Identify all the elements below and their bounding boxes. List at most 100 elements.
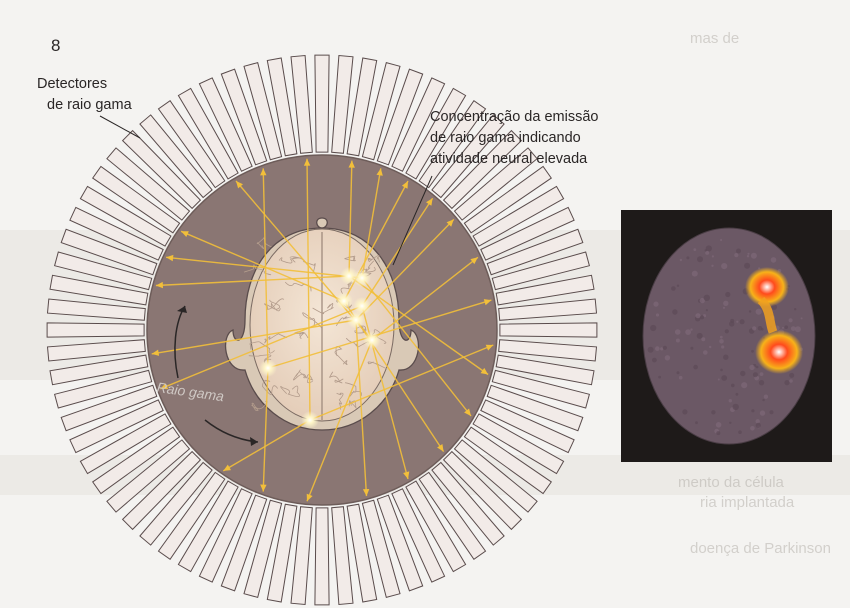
pet-speckle-dot (650, 325, 656, 331)
pet-speckle-dot (723, 307, 725, 309)
pet-speckle-dot (752, 326, 756, 330)
pet-speckle-dot (718, 379, 720, 381)
pet-speckle-dot (771, 257, 777, 263)
pet-speckle-dot (671, 286, 676, 291)
pet-speckle-dot (677, 371, 680, 374)
pet-speckle-dot (760, 372, 764, 376)
pet-speckle-dot (719, 339, 724, 344)
pet-speckle-dot (729, 321, 734, 326)
pet-speckle-dot (756, 423, 761, 428)
pet-speckle-dot (723, 301, 728, 306)
pet-speckle-dot (758, 326, 763, 331)
detectors-label-line1: Detectores (37, 74, 107, 95)
emission-hotspot (347, 311, 365, 329)
pet-speckle-dot (736, 249, 741, 254)
pet-speckle-dot (756, 309, 762, 315)
pet-speckle-dot (753, 372, 758, 377)
pet-speckle-dot (784, 325, 788, 329)
pet-speckle-dot (721, 375, 727, 381)
pet-speckle-dot (747, 255, 749, 257)
pet-speckle-dot (658, 376, 661, 379)
emission-hotspot (363, 331, 381, 349)
pet-speckle-dot (759, 380, 764, 385)
pet-speckle-dot (751, 253, 757, 259)
pet-speckle-dot (725, 329, 729, 333)
pet-speckle-dot (692, 271, 698, 277)
pet-speckle-dot (701, 337, 705, 341)
pet-speckle-dot (749, 310, 751, 312)
emission-hotspot (259, 359, 277, 377)
pet-speckle-dot (721, 345, 724, 348)
pet-speckle-dot (744, 263, 750, 269)
detector-cell (500, 323, 597, 337)
pet-speckle-dot (734, 253, 738, 257)
pet-speckle-dot (716, 431, 720, 435)
pet-speckle-dot (672, 309, 677, 314)
pet-speckle-dot (720, 336, 723, 339)
pet-speckle-dot (693, 365, 698, 370)
pet-speckle-dot (747, 253, 749, 255)
pet-speckle-dot (706, 309, 708, 311)
pet-speckle-dot (685, 329, 691, 335)
pet-speckle-dot (756, 366, 759, 369)
pet-speckle-dot (725, 292, 730, 297)
pet-speckle-dot (720, 369, 723, 372)
detector-cell (315, 508, 329, 605)
pet-speckle-dot (789, 373, 794, 378)
pet-speckle-dot (762, 399, 764, 401)
pet-speckle-dot (686, 256, 689, 259)
pet-speckle-dot (656, 313, 659, 316)
pet-speckle-dot (738, 430, 742, 434)
concentration-label-line1: Concentração da emissão (430, 107, 598, 128)
pet-speckle-dot (721, 263, 727, 269)
pet-speckle-dot (770, 410, 774, 414)
pet-speckle-dot (703, 350, 708, 355)
pet-speckle-dot (789, 379, 793, 383)
pet-speckle-dot (697, 256, 703, 262)
pet-speckle-dot (705, 249, 707, 251)
pet-speckle-dot (690, 328, 692, 330)
pet-speckle-dot (764, 395, 768, 399)
pet-speckle-dot (711, 265, 713, 267)
concentration-label-line3: atividade neural elevada (430, 149, 587, 170)
pet-speckle-dot (751, 350, 754, 353)
emission-hotspot (353, 269, 371, 287)
pet-speckle-dot (693, 248, 696, 251)
pet-speckle-dot (682, 409, 687, 414)
pet-speckle-dot (652, 358, 657, 363)
pet-speckle-dot (740, 371, 745, 376)
concentration-label-line2: de raio gama indicando (430, 128, 581, 149)
pet-speckle-dot (663, 346, 667, 350)
emission-hotspot (335, 292, 353, 310)
pet-scan-image (621, 210, 832, 462)
detector-cell (47, 323, 144, 337)
pet-speckle-dot (791, 326, 796, 331)
pet-speckle-dot (704, 295, 710, 301)
pet-speckle-dot (736, 393, 739, 396)
pet-speckle-dot (677, 285, 679, 287)
pet-speckle-dot (709, 346, 711, 348)
pet-speckle-dot (760, 410, 765, 415)
pet-speckle-dot (695, 313, 700, 318)
pet-speckle-dot (720, 239, 722, 241)
pet-speckle-dot (653, 302, 658, 307)
pet-speckle-dot (700, 315, 704, 319)
detector-cell (315, 55, 329, 152)
pet-speckle-dot (648, 347, 654, 353)
pet-speckle-dot (740, 319, 745, 324)
pet-speckle-dot (712, 255, 714, 257)
pet-speckle-dot (716, 422, 722, 428)
pet-speckle-dot (729, 399, 732, 402)
pet-speckle-dot (665, 355, 670, 360)
pet-scan-graphic (621, 210, 832, 462)
pet-speckle-dot (736, 321, 738, 323)
pet-speckle-dot (741, 382, 747, 388)
pet-speckle-dot (676, 339, 680, 343)
pet-speckle-dot (729, 422, 731, 424)
pet-speckle-dot (749, 365, 754, 370)
pet-speckle-dot (750, 426, 755, 431)
pet-speckle-dot (756, 419, 760, 423)
pet-speckle-dot (679, 376, 683, 380)
figure-number: 8 (51, 36, 60, 56)
